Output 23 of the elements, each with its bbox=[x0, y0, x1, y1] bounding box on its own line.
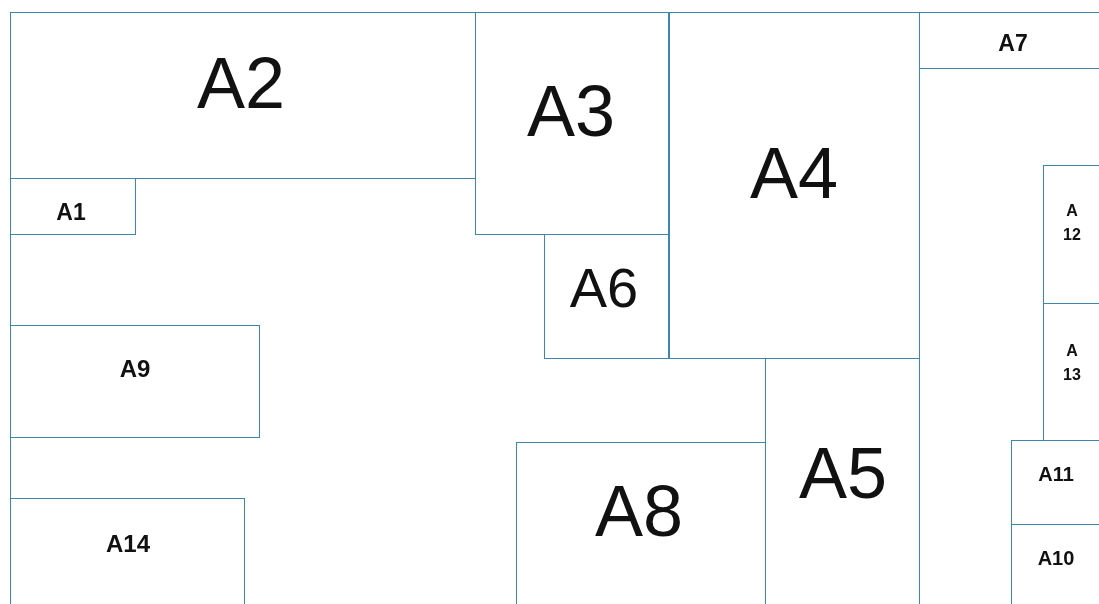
region-label: A8 bbox=[594, 469, 684, 553]
region-box bbox=[10, 498, 245, 604]
region-label: A12 bbox=[1062, 201, 1082, 245]
region-label: A9 bbox=[119, 354, 151, 384]
region-label: A5 bbox=[798, 431, 888, 515]
region-label: A10 bbox=[1037, 546, 1075, 570]
region-box bbox=[544, 234, 669, 359]
region-label: A1 bbox=[56, 199, 86, 227]
region-label: A2 bbox=[196, 41, 286, 125]
region-label: A11 bbox=[1038, 462, 1074, 486]
region-label: A13 bbox=[1062, 341, 1082, 385]
region-label: A14 bbox=[106, 529, 150, 559]
region-box bbox=[765, 358, 920, 604]
region-box bbox=[1043, 165, 1099, 304]
region-label: A4 bbox=[749, 131, 839, 215]
region-box bbox=[669, 12, 920, 359]
region-box bbox=[516, 442, 766, 604]
region-label: A3 bbox=[526, 69, 616, 153]
region-box bbox=[10, 178, 136, 235]
region-label: A7 bbox=[998, 30, 1028, 58]
region-label: A6 bbox=[569, 255, 639, 322]
region-box bbox=[475, 12, 669, 235]
region-box bbox=[10, 325, 260, 438]
